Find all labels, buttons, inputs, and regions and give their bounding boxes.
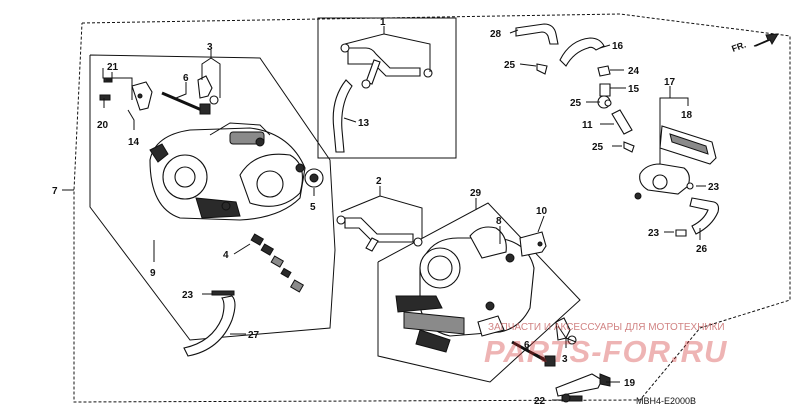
hose-part-27 bbox=[183, 290, 236, 357]
callout-14: 14 bbox=[128, 137, 140, 148]
callout-2: 2 bbox=[376, 176, 382, 187]
callout-10: 10 bbox=[536, 206, 548, 217]
callout-17: 17 bbox=[664, 77, 676, 88]
callout-16: 16 bbox=[612, 41, 624, 52]
callout-23-left: 23 bbox=[182, 290, 194, 301]
callout-1: 1 bbox=[380, 17, 386, 28]
callout-5: 5 bbox=[310, 202, 316, 213]
hose-part-11 bbox=[611, 109, 633, 135]
callout-22: 22 bbox=[534, 396, 546, 407]
hose-part-28 bbox=[515, 23, 559, 45]
watermark-tagline: ЗАПЧАСТИ И АКСЕССУАРЫ ДЛЯ МОТОТЕХНИКИ bbox=[488, 322, 725, 333]
needle-parts-4 bbox=[250, 233, 305, 293]
callout-9: 9 bbox=[150, 268, 156, 279]
callout-18: 18 bbox=[681, 110, 693, 121]
callout-27: 27 bbox=[248, 330, 260, 341]
callout-23-right-b: 23 bbox=[648, 228, 660, 239]
valve-part-17 bbox=[634, 163, 690, 200]
hose-part-26 bbox=[675, 182, 720, 237]
callout-8: 8 bbox=[496, 216, 502, 227]
clamp-parts-24-15 bbox=[597, 65, 611, 109]
right-carburetor bbox=[395, 226, 535, 353]
diaphragm-part-18 bbox=[659, 125, 717, 165]
left-assembly-box bbox=[89, 54, 336, 341]
callout-6: 6 bbox=[183, 73, 189, 84]
callout-4: 4 bbox=[223, 250, 229, 261]
tube-part-2 bbox=[336, 215, 423, 252]
leader-lines bbox=[62, 26, 706, 401]
callout-25-a: 25 bbox=[504, 60, 516, 71]
screw-part-22 bbox=[561, 393, 583, 403]
left-carburetor bbox=[149, 122, 306, 221]
outer-frame bbox=[73, 13, 791, 403]
right-assembly-box bbox=[377, 202, 581, 383]
screw-parts-21-20 bbox=[99, 77, 153, 111]
callout-20: 20 bbox=[97, 120, 109, 131]
hose-part-16 bbox=[559, 37, 605, 67]
tube-part-1 bbox=[340, 43, 433, 89]
screw-part-6-left bbox=[161, 91, 211, 115]
bracket-part-10 bbox=[519, 231, 547, 257]
callout-24: 24 bbox=[628, 66, 640, 77]
front-direction-arrow: FR. bbox=[730, 33, 779, 54]
callout-23-right-a: 23 bbox=[708, 182, 720, 193]
callout-numbers: 1 2 3 4 5 6 7 8 9 10 11 13 14 15 16 17 1… bbox=[52, 17, 720, 407]
fitting-part-3-left bbox=[197, 75, 219, 105]
diagram-code: MBH4-E2000B bbox=[636, 396, 696, 406]
callout-29: 29 bbox=[470, 188, 482, 199]
callout-13: 13 bbox=[358, 118, 370, 129]
hose-part-13 bbox=[332, 79, 353, 153]
cap-part-5 bbox=[304, 168, 324, 188]
clip-part-19 bbox=[555, 373, 611, 397]
callout-7: 7 bbox=[52, 186, 58, 197]
screw-part-6-right bbox=[511, 317, 577, 367]
callout-3-right: 3 bbox=[562, 354, 568, 365]
callout-28: 28 bbox=[490, 29, 502, 40]
callout-19: 19 bbox=[624, 378, 636, 389]
callout-25-b: 25 bbox=[570, 98, 582, 109]
callout-21: 21 bbox=[107, 62, 119, 73]
callout-3: 3 bbox=[207, 42, 213, 53]
callout-26: 26 bbox=[696, 244, 708, 255]
watermark-site: PARTS-FOR.RU bbox=[484, 334, 728, 369]
callout-11: 11 bbox=[582, 120, 593, 131]
small-clamps-25 bbox=[536, 63, 635, 153]
callout-25-c: 25 bbox=[592, 142, 604, 153]
front-direction-label: FR. bbox=[730, 40, 747, 54]
callout-15: 15 bbox=[628, 84, 640, 95]
top-middle-box bbox=[317, 17, 457, 159]
callout-6-right: 6 bbox=[524, 340, 530, 351]
